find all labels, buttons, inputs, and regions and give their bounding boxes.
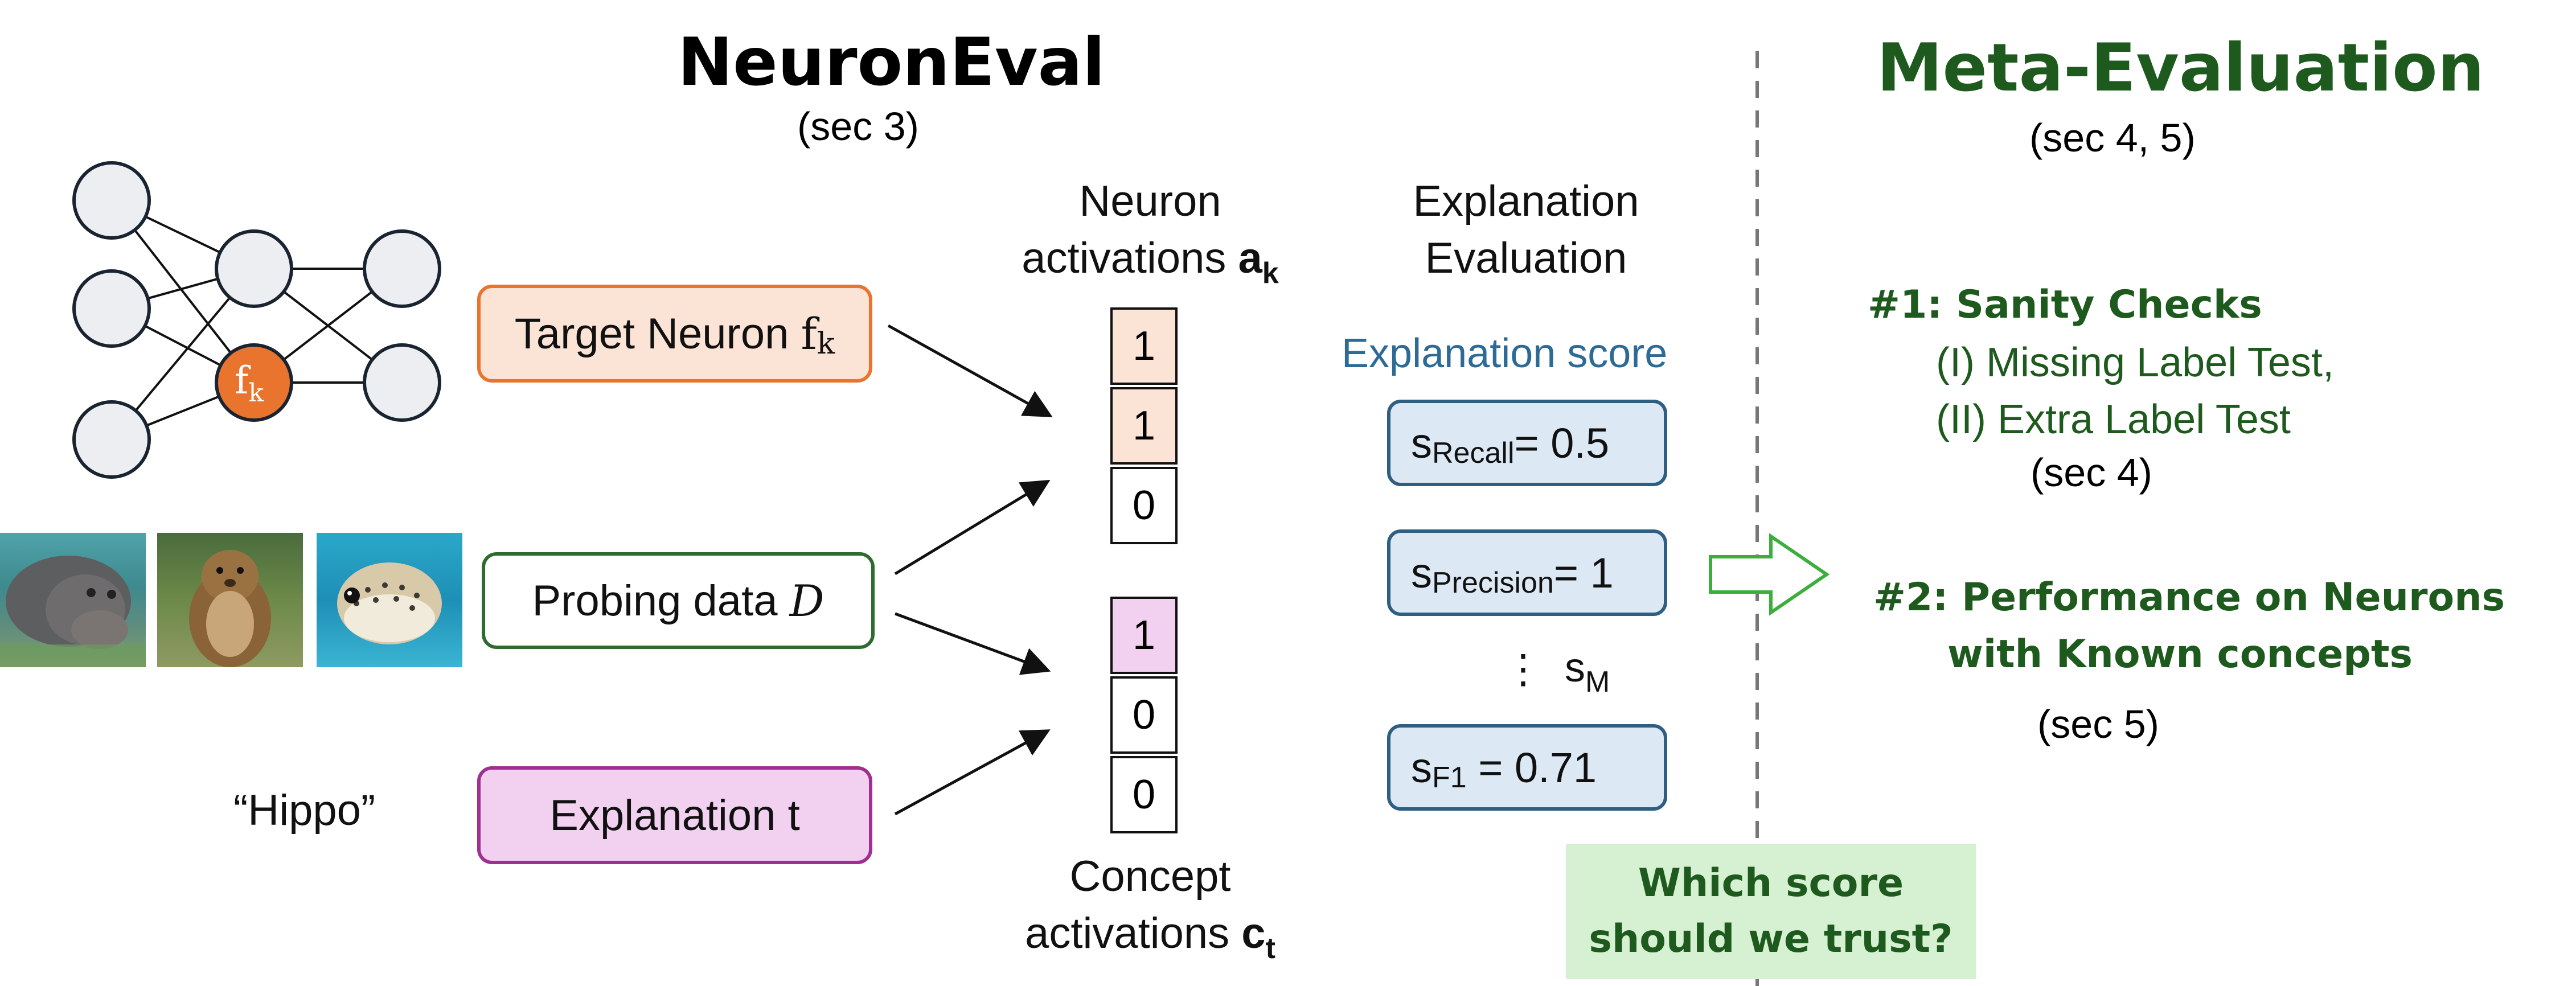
meta-evaluation-title: Meta-Evaluation [1877,30,2485,106]
meta-evaluation-arrow [1709,533,1830,616]
explanation-score-label: Explanation score [1342,331,1668,376]
neuroneval-sec: (sec 3) [797,104,919,149]
neuron-activation-cell: 1 [1110,307,1178,385]
concept-activation-cell: 0 [1110,676,1178,754]
score-m-label: sM [1565,645,1610,699]
meta-item2-line1: #2: Performance on Neurons [1873,575,2505,620]
prairie-dog-photo [157,533,303,667]
explanation-evaluation-heading: Explanation Evaluation [1413,177,1639,282]
meta-item2-line2: with Known concepts [1947,632,2413,677]
neuron-activation-cell: 0 [1110,467,1178,544]
meta-item2-sec: (sec 5) [2037,702,2159,746]
concept-activation-vector: 1 0 0 [1110,597,1181,837]
neuron-activation-cell: 1 [1110,387,1178,465]
explanation-box: Explanation t [477,766,872,864]
hidden-neuron [215,229,293,308]
network-nodes [72,161,441,479]
section-divider [1755,51,1759,986]
hippo-photo [0,533,146,667]
input-neuron [72,400,151,479]
probing-to-concept-arrow [895,612,1051,675]
target-neuron-node-label: fk [235,359,264,408]
target-to-neuron-arrow [887,324,1053,417]
meta-item1-line2: (II) Extra Label Test [1936,397,2291,442]
input-neuron [72,269,151,348]
neuron-activation-vector: 1 1 0 [1110,307,1181,548]
input-neuron [72,161,151,240]
concept-activation-cell: 1 [1110,597,1178,674]
pufferfish-photo [317,533,462,667]
more-scores-ellipsis: ⋮ [1503,647,1543,691]
output-neuron [363,343,441,422]
meta-item1-line1: (I) Missing Label Test, [1936,340,2334,385]
meta-item1-title: #1: Sanity Checks [1868,282,2262,327]
output-neuron [363,229,441,308]
probing-data-box: Probing data D [482,552,875,649]
which-score-question: Which score should we trust? [1566,844,1976,979]
meta-evaluation-sec: (sec 4, 5) [2029,116,2196,160]
probing-to-neuron-arrow [894,479,1051,576]
neuroneval-title: NeuronEval [678,24,1105,101]
meta-item1-sec: (sec 4) [2031,450,2152,495]
hippo-quote: “Hippo” [233,786,376,835]
neural-network-diagram [72,161,441,479]
explanation-to-concept-arrow [894,729,1051,816]
concept-activation-cell: 0 [1110,756,1178,833]
flow-arrows [887,324,1053,816]
concept-activations-label: Concept activations ct [1025,852,1275,965]
neuron-activations-label: Neuron activations ak [1022,177,1279,290]
target-neuron-node [215,343,293,422]
